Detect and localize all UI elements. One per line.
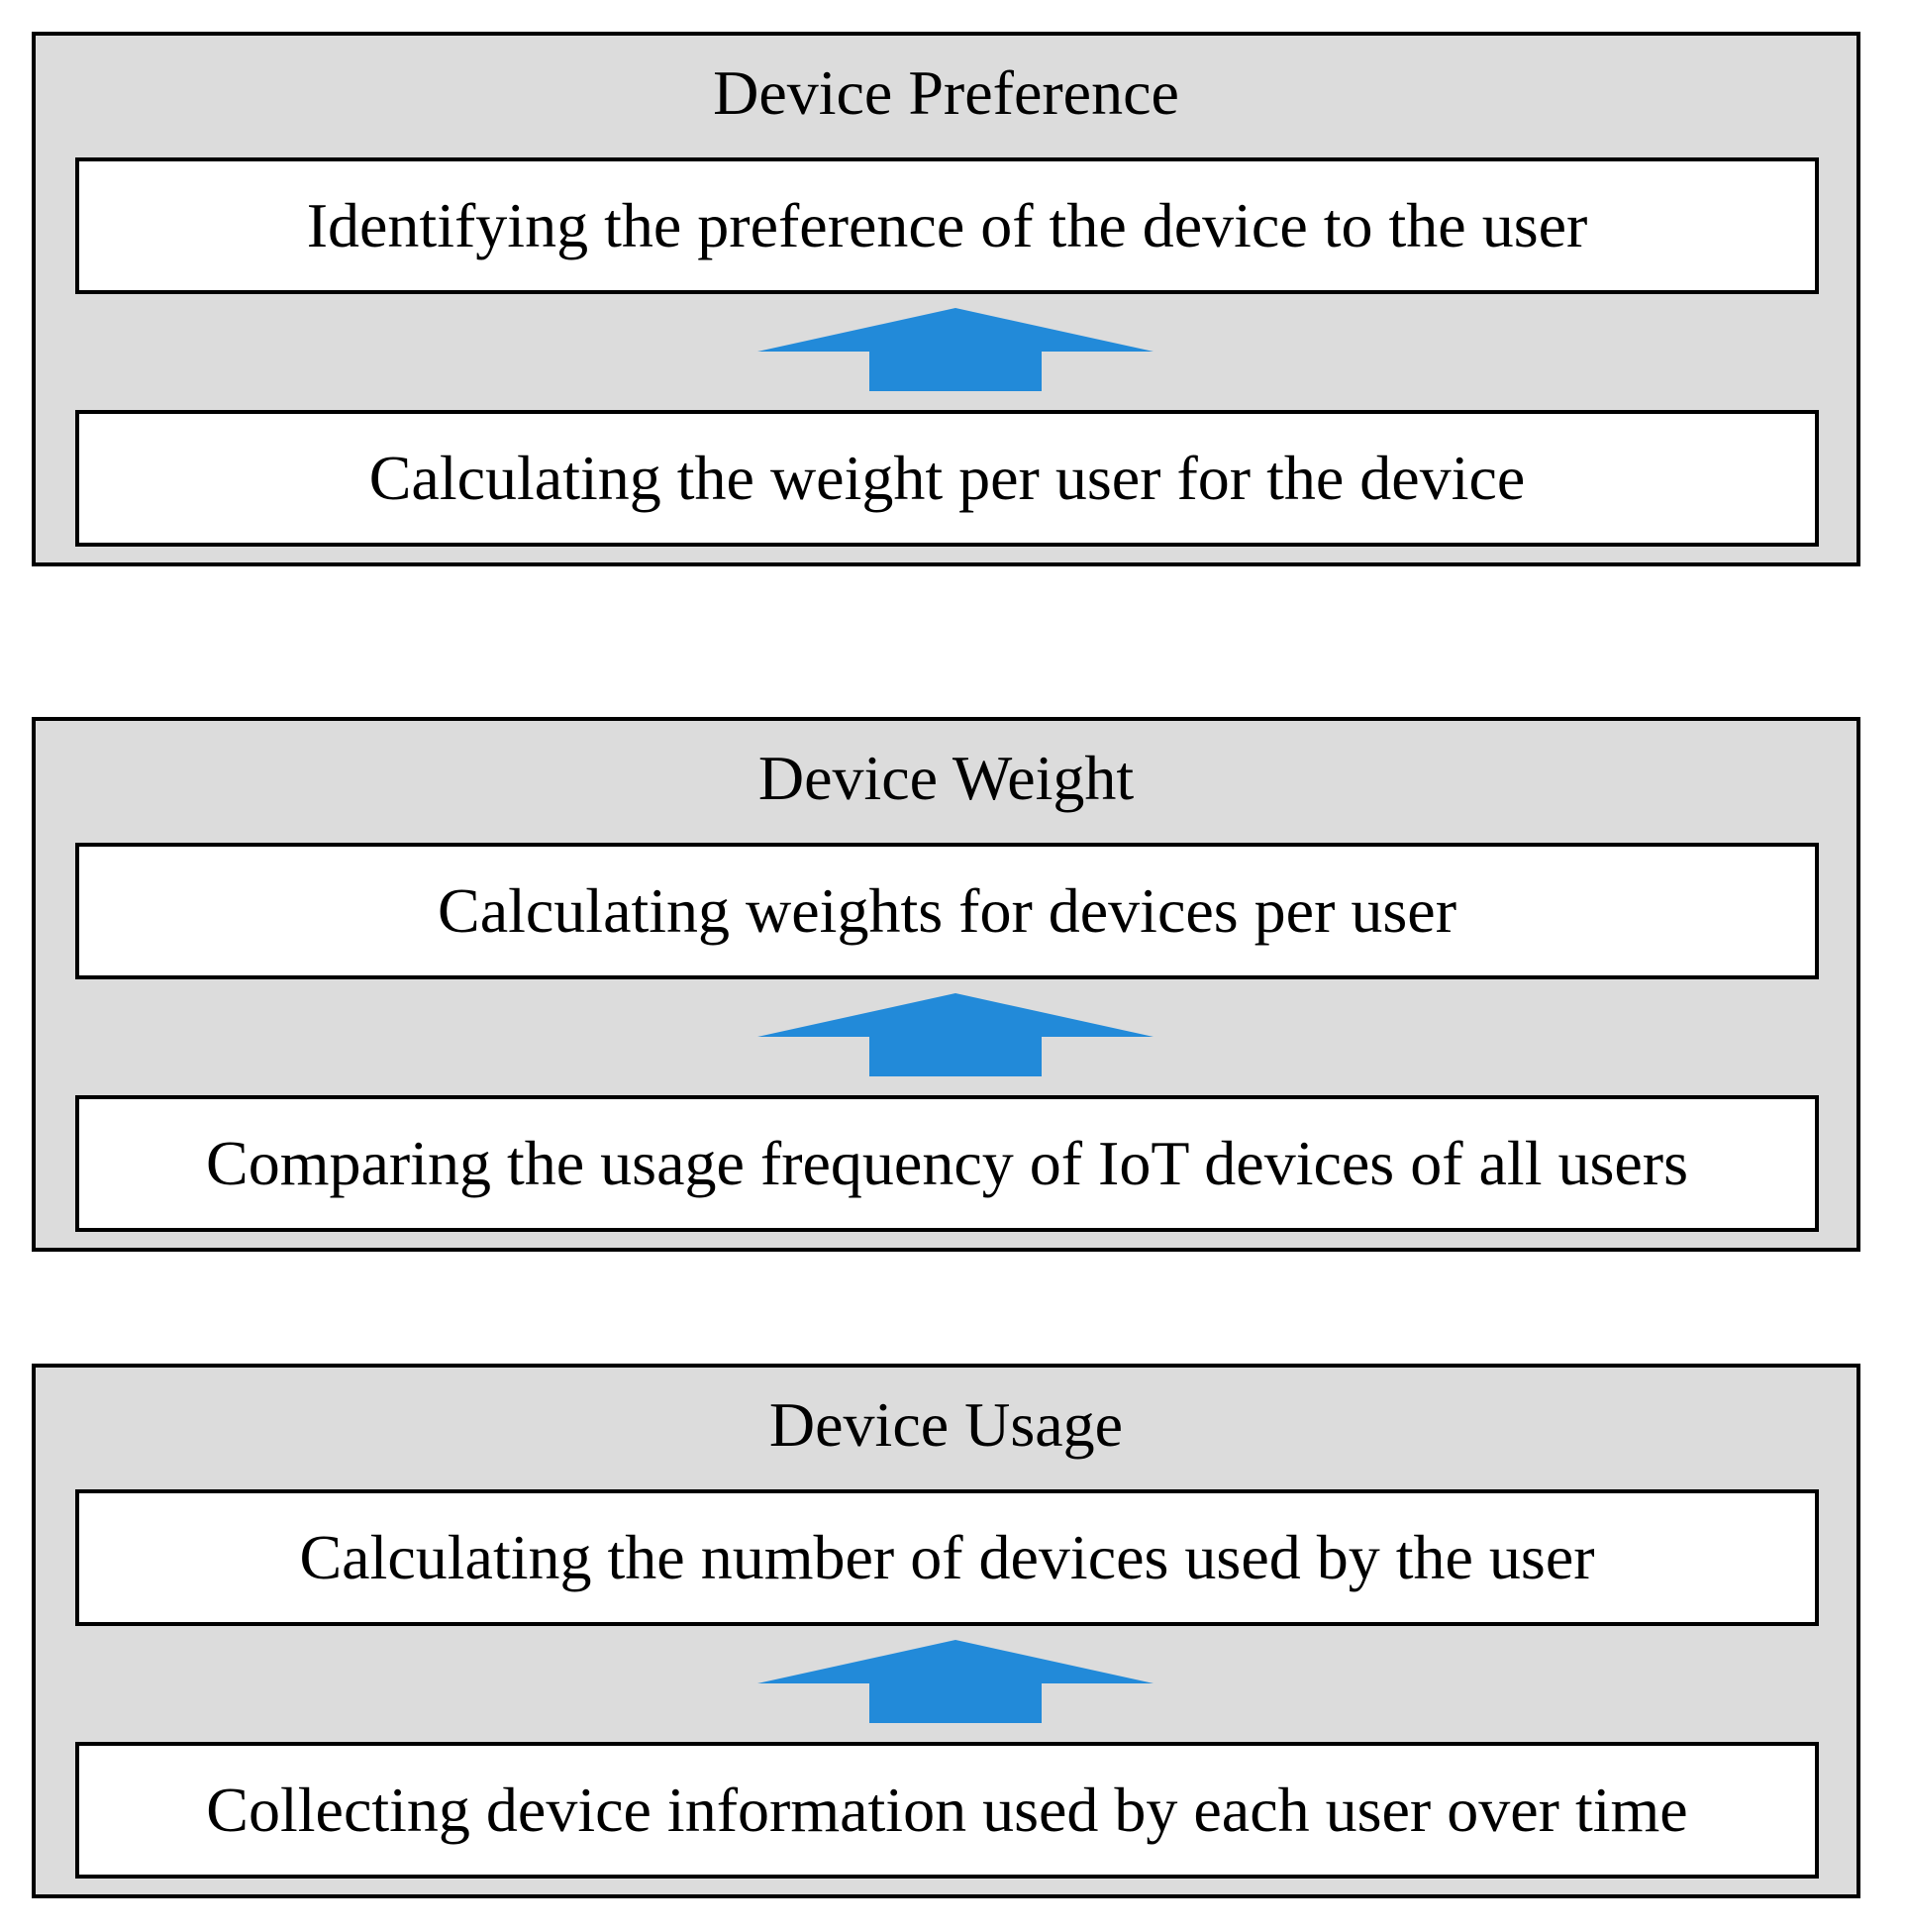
up-arrow-icon [757,308,1154,391]
layer-device-weight: Device Weight Calculating weights for de… [32,717,1860,1252]
layer-title: Device Weight [757,743,1135,813]
step-box: Collecting device information used by ea… [75,1742,1819,1879]
step-box: Identifying the preference of the device… [75,157,1819,294]
layer-device-preference: Device Preference Identifying the prefer… [32,32,1860,566]
up-arrow-icon [757,1640,1154,1723]
step-box: Calculating the weight per user for the … [75,410,1819,547]
layer-title: Device Usage [768,1389,1124,1460]
layer-title: Device Preference [713,57,1179,128]
up-arrow-icon [757,993,1154,1076]
step-box: Comparing the usage frequency of IoT dev… [75,1095,1819,1232]
step-box: Calculating weights for devices per user [75,843,1819,979]
layer-device-usage: Device Usage Calculating the number of d… [32,1364,1860,1898]
step-box: Calculating the number of devices used b… [75,1489,1819,1626]
